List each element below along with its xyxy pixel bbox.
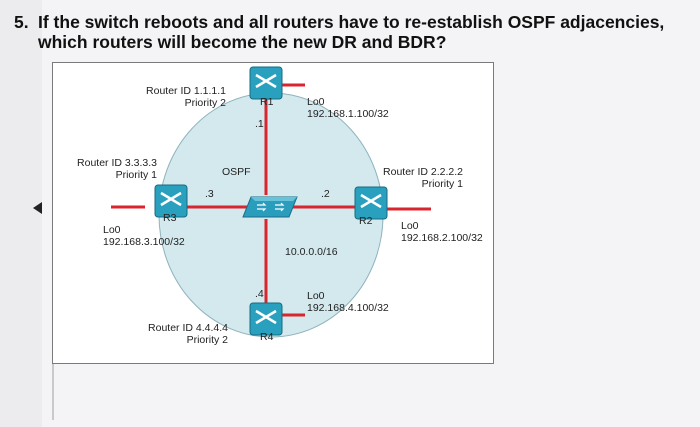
r1-interface-label: .1	[255, 118, 264, 130]
r2-interface-label: .2	[321, 188, 330, 200]
router-r2-priority: Priority 1	[422, 178, 464, 190]
r4-loopback-ip: 192.168.4.100/32	[307, 302, 389, 314]
router-r1-name: R1	[260, 96, 274, 108]
topology-diagram: R1 R2 R3 R4 Router ID 1.1.1.1 Priority 2…	[77, 66, 483, 346]
question-line-1: If the switch reboots and all routers ha…	[38, 12, 665, 32]
page-gutter	[0, 0, 42, 427]
r4-loopback-name: Lo0	[307, 290, 325, 302]
router-r4-icon	[249, 302, 283, 336]
router-r4-id: Router ID 4.4.4.4	[148, 322, 228, 334]
topology-figure: R1 R2 R3 R4 Router ID 1.1.1.1 Priority 2…	[52, 62, 494, 364]
router-r2-icon	[354, 186, 388, 220]
r3-interface-label: .3	[205, 188, 214, 200]
router-r1-icon	[249, 66, 283, 100]
r2-loopback-ip: 192.168.2.100/32	[401, 232, 483, 244]
switch-icon	[242, 196, 298, 218]
ospf-area-label: OSPF	[222, 166, 251, 178]
r3-loopback-name: Lo0	[103, 224, 121, 236]
r1-loopback-ip: 192.168.1.100/32	[307, 108, 389, 120]
r4-interface-label: .4	[255, 288, 264, 300]
router-r1-priority: Priority 2	[185, 97, 227, 109]
arrow-marker-icon	[33, 202, 42, 214]
router-r3-priority: Priority 1	[116, 169, 158, 181]
router-r3-icon	[154, 184, 188, 218]
network-label: 10.0.0.0/16	[285, 246, 338, 258]
router-r4-name: R4	[260, 331, 274, 343]
r3-loopback-ip: 192.168.3.100/32	[103, 236, 185, 248]
question-number: 5.	[14, 12, 29, 32]
question-line-2: which routers will become the new DR and…	[38, 32, 447, 52]
router-r2-id: Router ID 2.2.2.2	[383, 166, 463, 178]
router-r3-name: R3	[163, 212, 177, 224]
router-r4-priority: Priority 2	[187, 334, 229, 346]
r2-loopback-name: Lo0	[401, 220, 419, 232]
router-r2-name: R2	[359, 215, 373, 227]
router-r3-id: Router ID 3.3.3.3	[77, 157, 157, 169]
content-rule	[52, 364, 54, 420]
r1-loopback-name: Lo0	[307, 96, 325, 108]
router-r1-id: Router ID 1.1.1.1	[146, 85, 226, 97]
